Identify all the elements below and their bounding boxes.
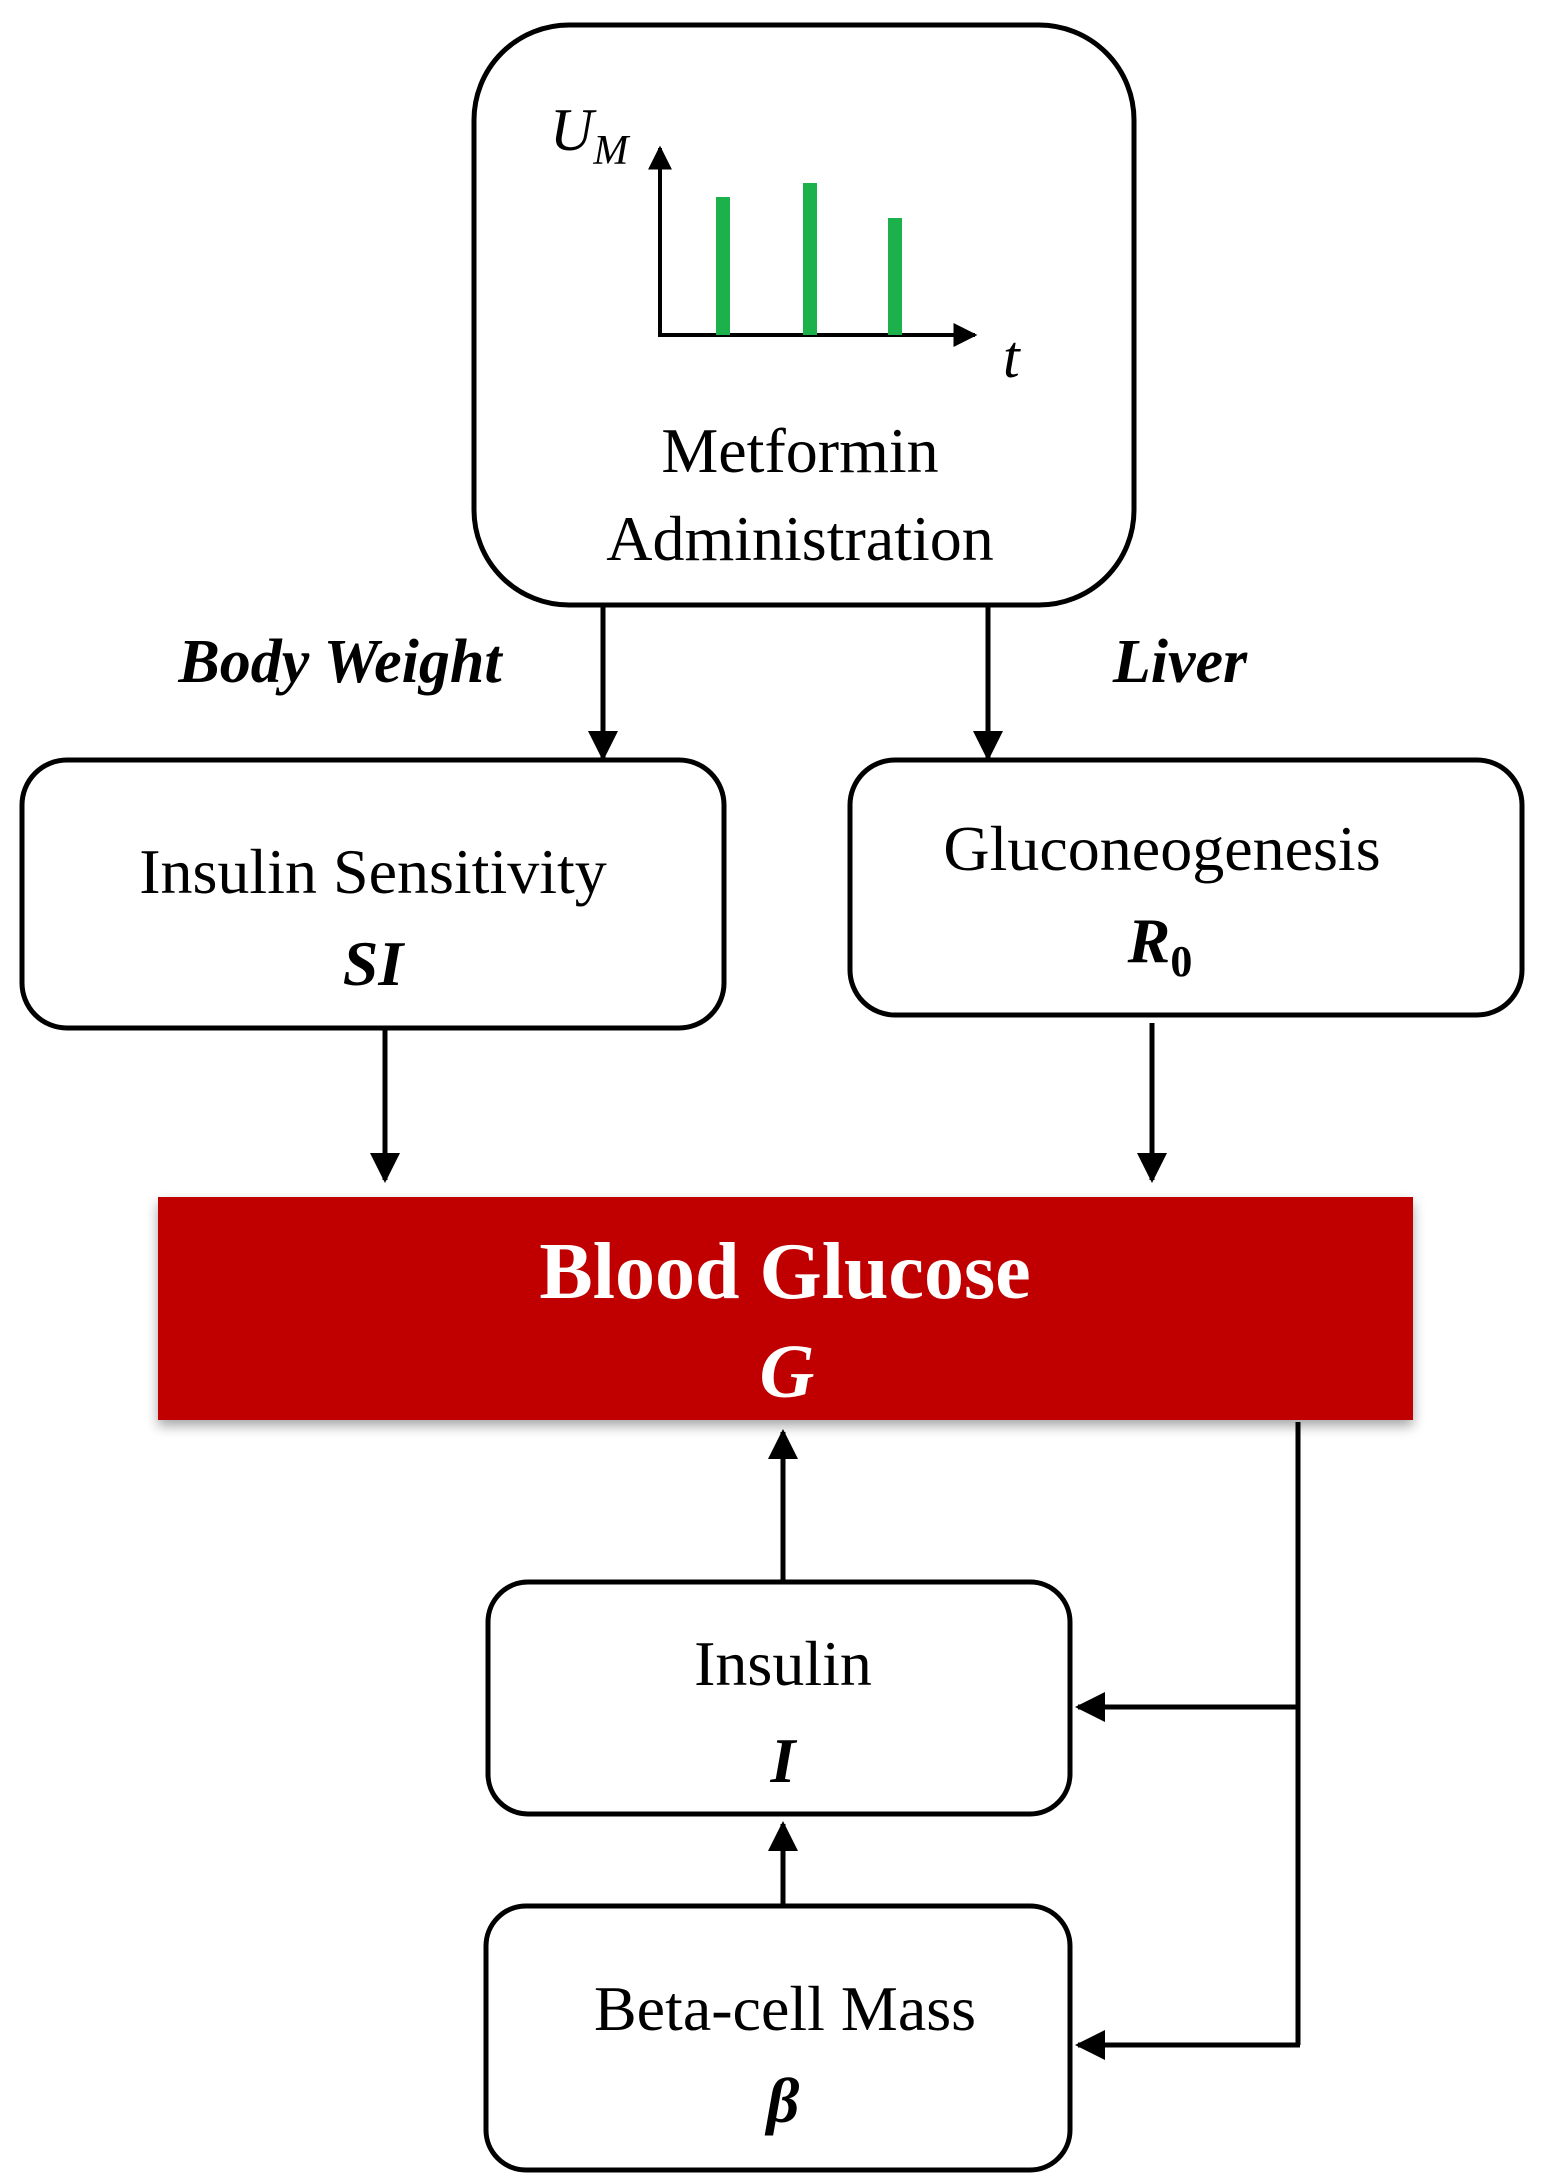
gluconeogenesis-node: Gluconeogenesis R0 <box>847 757 1525 1018</box>
edge-label-body-weight: Body Weight <box>177 628 503 696</box>
metformin-node: UM t Metformin Administration <box>471 22 1137 608</box>
insulin-sensitivity-node: Insulin Sensitivity SI <box>19 757 727 1031</box>
insulin-sensitivity-label: Insulin Sensitivity <box>139 836 607 907</box>
beta-cell-mass-label: Beta-cell Mass <box>594 1973 976 2044</box>
insulin-label: Insulin <box>694 1628 872 1699</box>
insulin-sensitivity-symbol: SI <box>343 928 406 999</box>
insulin-sensitivity-box <box>19 757 727 1031</box>
blood-glucose-symbol: G <box>760 1330 815 1414</box>
beta-cell-mass-symbol: β <box>765 2065 800 2136</box>
metformin-label-line2: Administration <box>606 503 994 574</box>
y-axis-subscript: M <box>592 128 630 174</box>
beta-cell-mass-node: Beta-cell Mass β <box>483 1903 1073 2173</box>
metformin-label-line1: Metformin <box>661 415 938 486</box>
insulin-node: Insulin I <box>485 1579 1073 1817</box>
dose-pulse-plot: UM t <box>550 97 1021 390</box>
insulin-box <box>485 1579 1073 1817</box>
gluconeogenesis-box <box>847 757 1525 1018</box>
gluconeogenesis-symbol: R0 <box>1127 905 1193 986</box>
gluconeogenesis-label: Gluconeogenesis <box>943 813 1380 884</box>
blood-glucose-label: Blood Glucose <box>539 1228 1030 1316</box>
gluconeogenesis-symbol-subscript: 0 <box>1170 937 1192 986</box>
insulin-symbol: I <box>770 1725 798 1796</box>
beta-cell-mass-box <box>483 1903 1073 2173</box>
x-axis-label: t <box>1003 324 1021 390</box>
blood-glucose-box <box>158 1197 1413 1420</box>
edge-label-liver: Liver <box>1112 628 1248 696</box>
blood-glucose-node: Blood Glucose G <box>158 1197 1413 1420</box>
y-axis-label: UM <box>550 97 630 174</box>
